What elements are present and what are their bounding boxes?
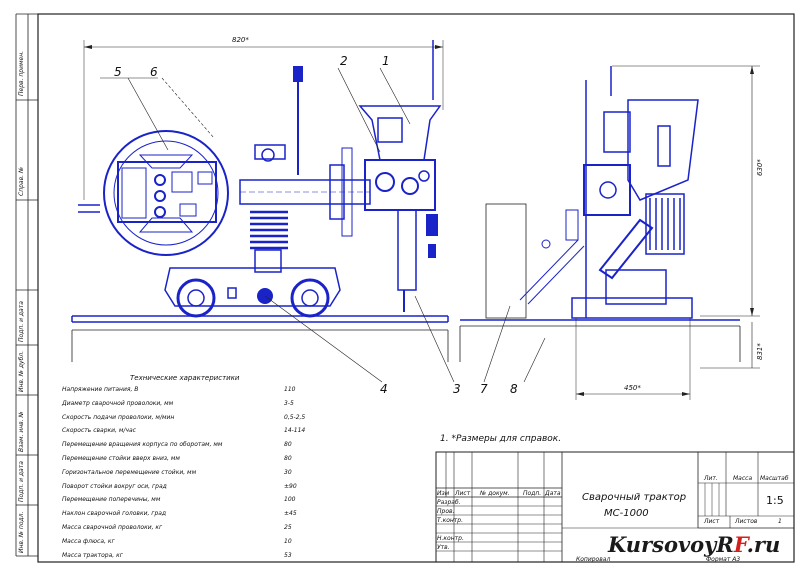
spec-value: ±90 bbox=[284, 482, 297, 490]
col-list: Лист bbox=[455, 490, 471, 497]
spec-value: 100 bbox=[284, 496, 296, 504]
spec-value: 110 bbox=[284, 386, 296, 393]
side-label-2: Подп. и дата bbox=[18, 301, 25, 342]
mass-label: Масса bbox=[733, 475, 753, 482]
side-label-6: Инв. № подл. bbox=[18, 511, 25, 553]
spec-name: Масса сварочной проволоки, кг bbox=[62, 524, 163, 531]
side-label-4: Взам. инв. № bbox=[18, 411, 25, 452]
spec-value: 10 bbox=[284, 537, 292, 545]
spec-name: Масса трактора, кг bbox=[62, 551, 123, 559]
scale-value: 1:5 bbox=[766, 494, 784, 507]
spec-row: Масса сварочной проволоки, кг 25 bbox=[62, 522, 307, 535]
spec-row: Масса трактора, кг 53 bbox=[62, 550, 307, 563]
spec-value: 53 bbox=[284, 551, 292, 559]
side-label-0: Перв. примен. bbox=[18, 50, 25, 96]
spec-row: Напряжение питания, В 110 bbox=[62, 384, 307, 397]
frame-border bbox=[37, 13, 795, 563]
callout-3: 3 bbox=[453, 382, 461, 396]
spec-value: 80 bbox=[284, 441, 292, 449]
spec-name: Масса флюса, кг bbox=[62, 537, 115, 545]
side-label-1: Справ. № bbox=[18, 166, 25, 196]
spec-row: Поворот стойки вокруг оси, град ±90 bbox=[62, 481, 307, 494]
spec-value: 25 bbox=[284, 524, 292, 531]
callout-2: 2 bbox=[340, 54, 348, 68]
role-norm-control: Н.контр. bbox=[437, 535, 464, 542]
spec-value: 0,5-2,5 bbox=[284, 413, 306, 421]
format-label: Формат А3 bbox=[706, 556, 741, 563]
spec-value: 3-5 bbox=[284, 399, 294, 407]
spec-row: Наклон сварочной головки, град ±45 bbox=[62, 508, 307, 521]
spec-row: Диаметр сварочной проволоки, мм 3-5 bbox=[62, 398, 307, 411]
spec-row: Перемещение вращения корпуса по оборотам… bbox=[62, 439, 307, 452]
note-reference-dimensions: 1. *Размеры для справок. bbox=[440, 434, 562, 444]
role-checker: Пров. bbox=[437, 508, 455, 515]
side-label-5: Подп. и дата bbox=[18, 461, 25, 502]
callout-8: 8 bbox=[510, 382, 518, 396]
dim-831: 831* bbox=[756, 343, 764, 360]
col-izm: Изм bbox=[437, 490, 450, 497]
sheet-label: Лист bbox=[704, 518, 720, 525]
callout-7: 7 bbox=[480, 382, 488, 396]
copied-label: Копировал bbox=[576, 556, 611, 563]
col-doc-number: № докум. bbox=[480, 490, 510, 497]
spec-row: Перемещение поперечины, мм 100 bbox=[62, 494, 307, 507]
spec-name: Напряжение питания, В bbox=[62, 386, 139, 393]
spec-value: ±45 bbox=[284, 510, 297, 518]
spec-row: Масса флюса, кг 10 bbox=[62, 536, 307, 549]
drawing-title-model: МС-1000 bbox=[604, 508, 649, 519]
dim-450: 450* bbox=[624, 384, 641, 392]
callout-1: 1 bbox=[382, 54, 390, 68]
sheets-value: 1 bbox=[778, 518, 782, 525]
role-tech-control: Т.контр. bbox=[437, 517, 464, 524]
spec-row: Горизонтальное перемещение стойки, мм 30 bbox=[62, 467, 307, 480]
col-signature: Подп. bbox=[523, 490, 542, 497]
specs-title: Технические характеристики bbox=[130, 374, 240, 382]
scale-label: Масштаб bbox=[760, 475, 789, 482]
dim-630: 630* bbox=[756, 159, 764, 176]
spec-row: Скорость подачи проволоки, м/мин 0,5-2,5 bbox=[62, 412, 307, 425]
role-developer: Разраб. bbox=[437, 499, 461, 506]
spec-name: Перемещение стойки вверх вниз, мм bbox=[62, 455, 180, 462]
spec-value: 80 bbox=[284, 455, 292, 462]
spec-name: Перемещение поперечины, мм bbox=[62, 496, 161, 504]
spec-name: Скорость подачи проволоки, м/мин bbox=[62, 413, 175, 421]
spec-name: Поворот стойки вокруг оси, град bbox=[62, 482, 167, 490]
spec-name: Диаметр сварочной проволоки, мм bbox=[62, 399, 174, 407]
spec-name: Скорость сварки, м/час bbox=[62, 427, 136, 435]
sheets-label: Листов bbox=[735, 518, 758, 525]
spec-name: Наклон сварочной головки, град bbox=[62, 510, 167, 518]
watermark-logo: KursovoyRF.ru bbox=[608, 532, 781, 557]
callout-5: 5 bbox=[114, 65, 122, 79]
col-date: Дата bbox=[545, 490, 561, 497]
callout-6: 6 bbox=[150, 65, 158, 79]
spec-name: Перемещение вращения корпуса по оборотам… bbox=[62, 441, 223, 449]
drawing-title: Сварочный трактор bbox=[582, 492, 687, 503]
spec-row: Перемещение стойки вверх вниз, мм 80 bbox=[62, 453, 307, 466]
callout-4: 4 bbox=[380, 382, 388, 396]
side-label-3: Инв. № дубл. bbox=[18, 350, 25, 392]
spec-value: 14-114 bbox=[284, 427, 306, 435]
role-approved: Утв. bbox=[437, 544, 450, 551]
spec-name: Горизонтальное перемещение стойки, мм bbox=[62, 468, 197, 476]
dim-820: 820* bbox=[232, 36, 249, 44]
lit-label: Лит. bbox=[704, 475, 718, 482]
spec-value: 30 bbox=[284, 468, 292, 476]
spec-row: Скорость сварки, м/час 14-114 bbox=[62, 425, 307, 438]
